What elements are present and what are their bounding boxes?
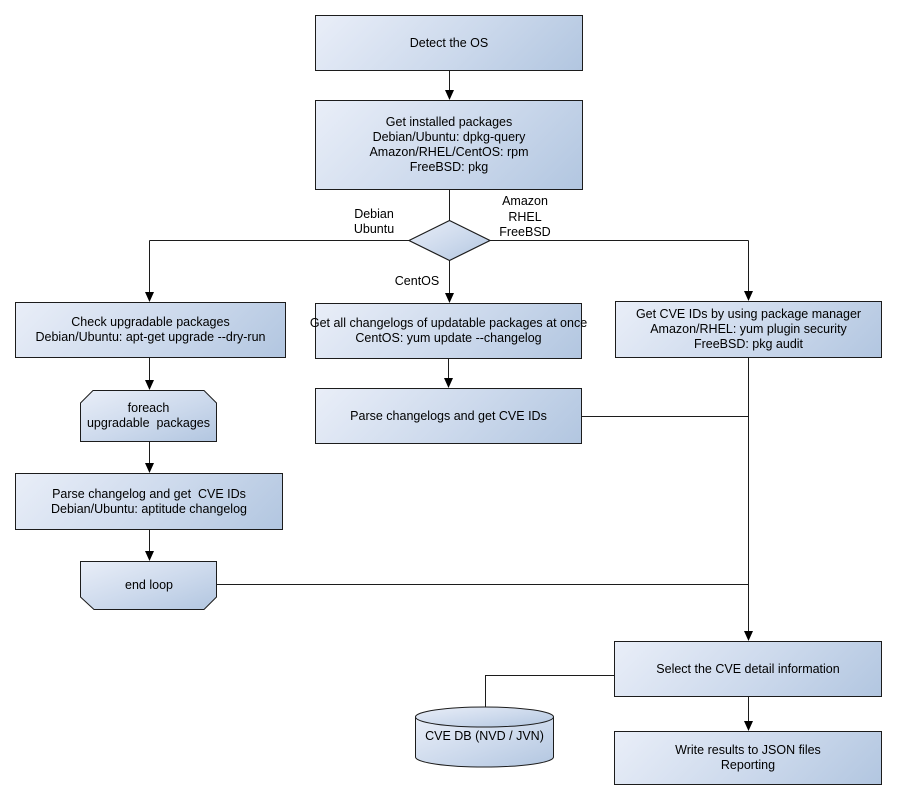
node-text-line: Get CVE IDs by using package manager xyxy=(635,307,862,321)
node-text-line: Parse changelogs and get CVE IDs xyxy=(350,408,547,423)
node-end-loop: end loop xyxy=(81,561,217,610)
end-loop-shape xyxy=(80,561,217,610)
node-text-line: FreeBSD: pkg audit xyxy=(693,337,804,351)
node-text-line: Debian/Ubuntu: aptitude changelog xyxy=(51,501,247,516)
node-text-line: Reporting xyxy=(720,758,776,772)
node-text-line: end loop xyxy=(125,578,173,592)
node-text-line: Debian/Ubuntu: apt-get upgrade --dry-run xyxy=(35,330,266,344)
node-text-line: FreeBSD: pkg xyxy=(409,160,489,174)
node-write-results: Write results to JSON files Reporting xyxy=(614,731,882,785)
node-text-line: CVE DB (NVD / JVN) xyxy=(425,728,544,743)
node-parse-changelog-debian: Parse changelog and get CVE IDs Debian/U… xyxy=(15,473,283,530)
cve-db-cylinder-top xyxy=(415,706,554,728)
node-select-cve-detail: Select the CVE detail information xyxy=(614,641,882,697)
edge-label-line: Amazon xyxy=(502,194,548,208)
node-text-line: upgradable packages xyxy=(86,416,210,430)
node-check-upgradable-packages: Check upgradable packages Debian/Ubuntu:… xyxy=(15,302,286,358)
edge-label-line: Debian xyxy=(354,207,394,221)
node-parse-changelogs: Parse changelogs and get CVE IDs xyxy=(315,388,582,444)
edge-label-line: CentOS xyxy=(394,274,440,288)
node-text-line: Get all changelogs of updatable packages… xyxy=(309,316,588,330)
node-text-line: Parse changelog and get CVE IDs xyxy=(52,486,246,501)
edge-label-centos: CentOS xyxy=(377,274,457,289)
edge-label-debian-ubuntu: Debian Ubuntu xyxy=(329,207,419,236)
node-get-all-changelogs: Get all changelogs of updatable packages… xyxy=(310,303,587,359)
edge-label-amazon-rhel-freebsd: Amazon RHEL FreeBSD xyxy=(480,194,570,241)
connectors xyxy=(149,71,749,730)
node-get-installed-packages: Get installed packages Debian/Ubuntu: dp… xyxy=(315,100,583,190)
edge-label-line: RHEL xyxy=(508,209,542,224)
node-foreach-loop: foreach upgradable packages xyxy=(80,390,217,442)
node-text-line: Select the CVE detail information xyxy=(656,661,840,676)
node-detect-os-label: Detect the OS xyxy=(409,35,489,50)
node-text-line: CentOS: yum update --changelog xyxy=(355,331,542,345)
edge-label-line: Ubuntu xyxy=(353,221,395,236)
node-get-cve-ids-package-manager: Get CVE IDs by using package manager Ama… xyxy=(615,301,882,358)
node-text-line: foreach xyxy=(127,401,170,415)
foreach-loop-shape xyxy=(80,390,217,442)
node-text-line: Write results to JSON files xyxy=(675,743,821,757)
edge-cvedb-to-select xyxy=(485,675,614,707)
node-text-line: Amazon/RHEL: yum plugin security xyxy=(650,322,847,336)
cve-db-cylinder-body xyxy=(415,716,554,768)
node-text-line: Amazon/RHEL/CentOS: rpm xyxy=(369,145,529,159)
node-detect-os: Detect the OS xyxy=(315,15,583,71)
os-decision-diamond xyxy=(407,219,492,262)
node-text-line: Debian/Ubuntu: dpkg-query xyxy=(372,130,526,144)
edge-label-line: FreeBSD xyxy=(499,225,551,239)
node-cve-db: CVE DB (NVD / JVN) xyxy=(415,709,554,763)
node-text-line: Get installed packages xyxy=(385,115,513,129)
node-text-line: Check upgradable packages xyxy=(71,315,230,329)
